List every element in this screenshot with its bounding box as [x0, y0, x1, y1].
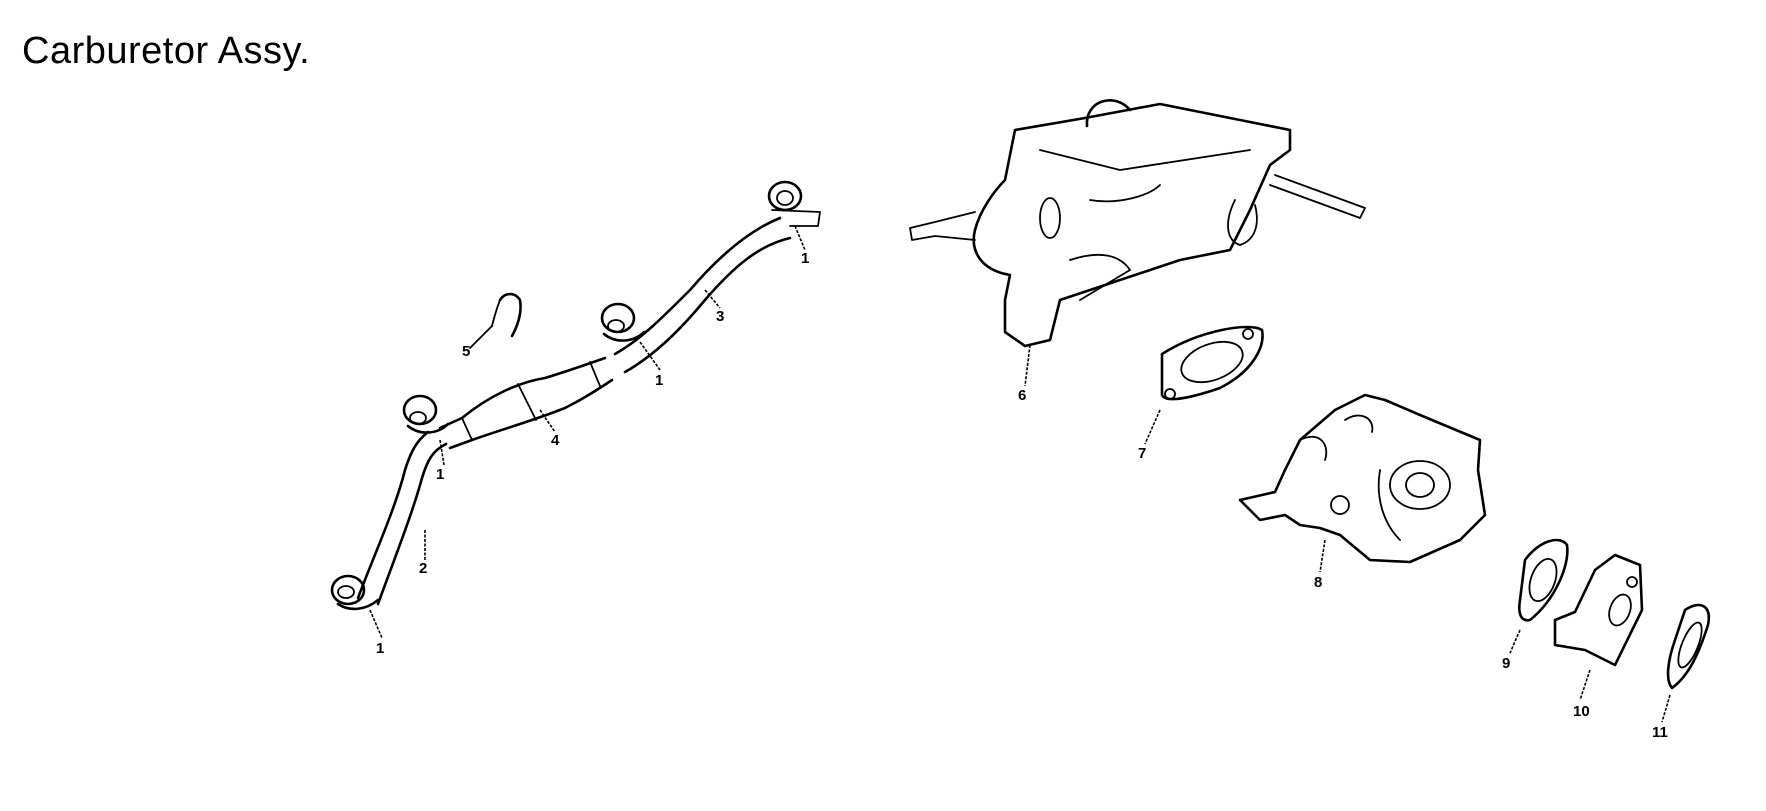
callout-1-bottom: 1 [376, 640, 385, 657]
fuel-filter-drawing [438, 356, 614, 450]
callout-8: 8 [1314, 574, 1323, 591]
leader-lines [369, 225, 1671, 723]
clamp-drawing-mid-right [600, 302, 646, 342]
gasket-7-drawing [1160, 325, 1264, 401]
callout-3: 3 [716, 308, 725, 325]
callout-1-mid-left: 1 [436, 466, 445, 483]
clamp-drawing-mid-left [402, 394, 450, 434]
callout-11: 11 [1652, 724, 1668, 741]
callout-4: 4 [551, 432, 560, 449]
callout-9: 9 [1502, 655, 1511, 672]
callout-1-mid-right: 1 [655, 372, 664, 389]
clamp-drawing-bottom [330, 574, 380, 611]
air-cleaner-base-drawing [909, 99, 1366, 348]
fuel-line-lower-drawing [356, 430, 448, 606]
clip-drawing [469, 292, 522, 349]
insulator-drawing [1553, 553, 1644, 667]
gasket-11-drawing [1666, 603, 1711, 690]
callout-5: 5 [462, 343, 471, 360]
callout-6: 6 [1018, 387, 1027, 404]
fuel-line-upper-drawing [613, 216, 792, 374]
callout-1-top: 1 [801, 250, 810, 267]
callout-2: 2 [419, 560, 428, 577]
carburetor-drawing [1238, 393, 1487, 564]
clamp-drawing-top [767, 180, 821, 227]
diagram-title: Carburetor Assy. [22, 30, 311, 72]
gasket-9-drawing [1518, 538, 1569, 622]
callout-10: 10 [1573, 703, 1590, 720]
callout-7: 7 [1138, 445, 1147, 462]
